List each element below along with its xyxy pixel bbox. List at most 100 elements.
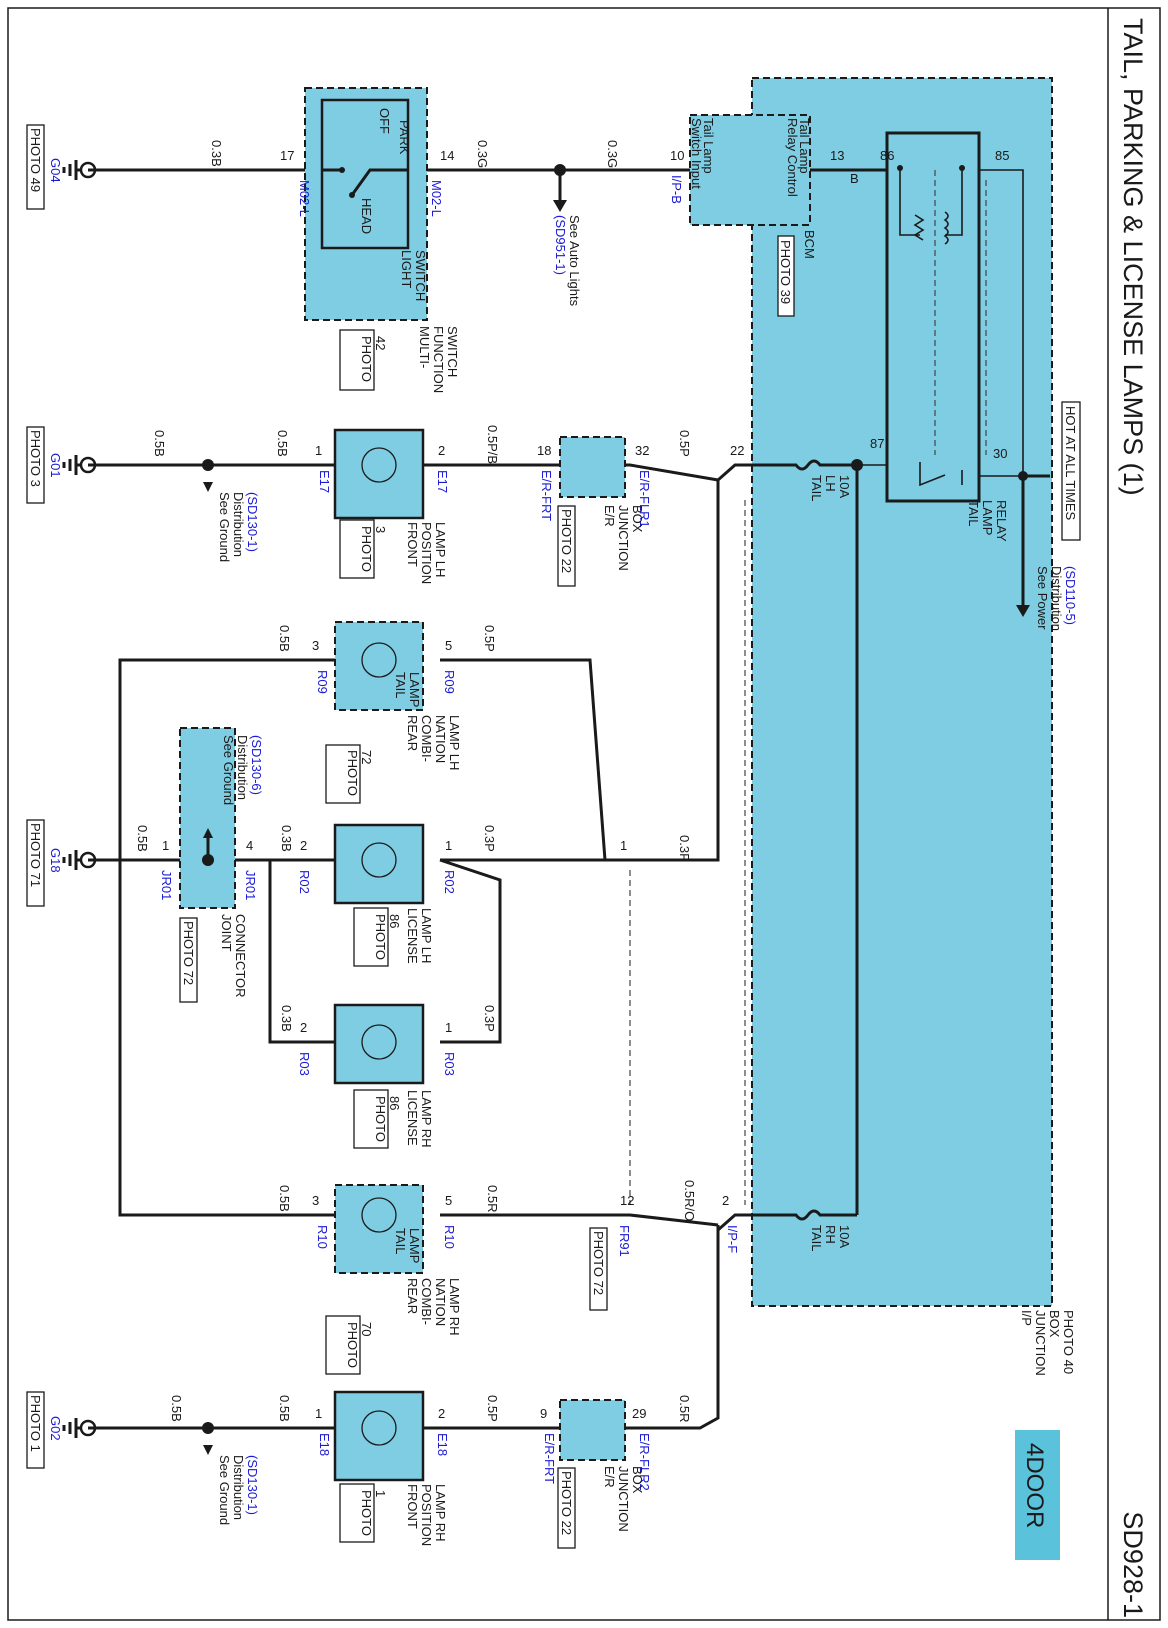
tail-lh-photo-2: 72 [359,750,374,764]
pos-rh-conn-top: E18 [435,1433,450,1456]
lic-rh-name-2: LAMP RH [419,1090,434,1148]
lic-rh-photo-1: PHOTO [373,1096,388,1142]
gnd-ref-jr-3: (SD130-6) [249,735,264,795]
pos-rh-photo-2: 1 [373,1490,388,1497]
fr91-pin-b: 12 [620,1193,634,1208]
pos-lh-photo-1: PHOTO [359,526,374,572]
er-rh-photo: PHOTO 22 [559,1471,574,1535]
fuse-rh-1: TAIL [809,1225,824,1252]
wire-lic-lh-in-label: 0.3P [482,825,497,852]
switch-terminal [339,167,345,173]
bcm-wire-control: B [850,171,859,186]
ground-symbol [62,850,81,870]
er-rh-name-3: BOX [630,1466,645,1494]
lic-rh-pin-top: 1 [445,1020,452,1035]
er-lh-pin-bottom: 18 [537,443,551,458]
license-lamp-lh [333,823,425,905]
fuse-lh-3: 10A [837,475,852,498]
tail-lh-photo-box [325,744,361,804]
ground-symbol [62,455,81,475]
lic-lh-photo-box [353,907,389,967]
fuse-lh-1: TAIL [809,475,824,502]
wire-pos-lh-in-label: 0.5P/B [485,425,500,464]
tail-lh-conn-bottom: R09 [315,670,330,694]
er-rh-ip-pin: 2 [722,1193,729,1208]
pos-rh-name-1: FRONT [405,1484,420,1529]
relay-pin-86: 86 [880,148,894,163]
lic-lh-conn-bottom: R02 [297,870,312,894]
lic-lh-photo-1: PHOTO [373,914,388,960]
ip-f-connector: I/P-F [725,1225,740,1253]
relay-name-1: TAIL [966,500,981,527]
bcm-photo-box [777,235,795,317]
bulb-icon [361,842,397,878]
mfs-name-2: FUNCTION [431,326,446,393]
g18-id: G18 [48,848,63,873]
tail-lh-name-3: NATION [433,715,448,763]
lic-rh-name-1: LICENSE [405,1090,420,1146]
wire-tail-rh-gnd: 0.5B [277,1185,292,1212]
pos-lh-conn-bottom: E17 [317,470,332,493]
relay-pin-87: 87 [870,436,884,451]
wire-fr91-tail-rh: 0.5R [485,1185,500,1212]
tail-rh-name-1: REAR [405,1278,420,1314]
mfs-photo-box [339,329,375,391]
er-lh-conn-bottom: E/R-FRT [539,470,554,521]
relay-resistor [913,214,925,241]
tail-lh-photo-1: PHOTO [345,750,360,796]
hot-label-box [1061,401,1081,541]
ip-lh-stub [716,463,752,490]
jr01-photo: PHOTO 72 [181,921,196,985]
rear-combi-lamp-lh [334,621,424,711]
rear-combi-lamp-rh [334,1184,424,1274]
pos-lh-conn-top: E17 [435,470,450,493]
bulb-icon [361,642,397,678]
wire-pos-rh-mid-label: 0.5P [485,1395,500,1422]
fuse-rh-2: RH [823,1225,838,1244]
fr91-pin-a: 1 [620,838,627,853]
wire-tail-lh-ground [118,658,335,860]
pos-rh-conn-bottom: E18 [317,1433,332,1456]
wire-sw-gnd: 0.3B [209,140,224,167]
ground-ref-arrow [203,482,213,492]
ground-ref-arrow [203,1445,213,1455]
er-lh-photo-box [557,505,576,587]
tail-rh-conn-top: R10 [442,1225,457,1249]
tail-rh-photo-2: 70 [359,1322,374,1336]
pos-rh-photo-1: PHOTO [359,1490,374,1536]
wire-tail-rh-ground [118,860,335,1217]
tail-rh-photo-box [325,1315,361,1375]
variant-badge [1015,1430,1060,1560]
license-lamp-rh [333,1003,425,1085]
jr01-pin-top: 4 [246,838,253,853]
bcm-photo: PHOTO 39 [778,240,793,304]
page-frame [7,7,1161,1621]
ground-g04 [62,160,97,180]
er-lh-name-3: BOX [630,505,645,533]
tail-lh-inner-2: LAMP [407,672,422,707]
tail-rh-name-3: NATION [433,1278,448,1326]
jr01-pin-bottom: 1 [162,838,169,853]
lic-lh-pin-top: 1 [445,838,452,853]
relay-coil [943,211,949,245]
g02-photo-box [26,1391,45,1469]
wire-tail-lh-in [440,658,607,861]
auto-lights-text: See Auto Lights [567,215,582,307]
fr91-photo-box [589,1227,608,1311]
wire-tail-lh-in-label: 0.5P [482,625,497,652]
fuse-rh-3: 10A [837,1225,852,1248]
jr01-conn-top: JR01 [243,870,258,900]
ground-symbol [62,160,81,180]
multi-function-switch [304,87,428,321]
pos-lh-photo-box [339,519,375,579]
tail-lh-pin-top: 5 [445,638,452,653]
pos-lh-pin-bottom: 1 [315,443,322,458]
lic-rh-pin-bottom: 2 [300,1020,307,1035]
pos-lh-name-1: FRONT [405,522,420,567]
wire-pos-rh-gnd-label: 0.5B [169,1395,184,1422]
switch-off: OFF [377,108,392,134]
power-ref-2: Distribution [1049,566,1064,631]
g02-photo: PHOTO 1 [28,1395,43,1452]
pos-rh-name-3: LAMP RH [433,1484,448,1542]
er-rh-name-2: JUNCTION [616,1466,631,1532]
